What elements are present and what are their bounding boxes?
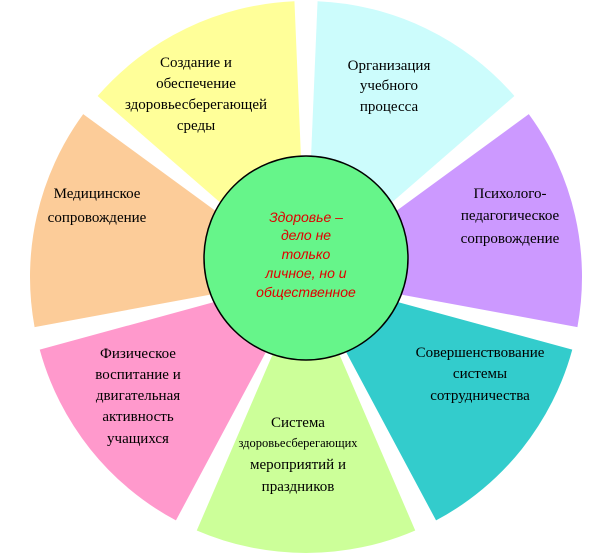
segment-label-events: Система здоровьесберегающих мероприятий …	[238, 415, 358, 495]
svg-text:системы: системы	[453, 366, 507, 382]
svg-text:Психолого-: Психолого-	[473, 186, 546, 202]
svg-text:учащихся: учащихся	[107, 431, 169, 447]
segment-medical	[30, 114, 258, 328]
svg-text:Организация: Организация	[348, 58, 431, 74]
segment-label-physical: Физическое воспитание и двигательная акт…	[95, 346, 180, 447]
segment-cooperation	[334, 292, 573, 521]
segment-physical	[39, 292, 278, 521]
svg-text:педагогическое: педагогическое	[461, 208, 560, 224]
center-label: Здоровье – дело не только личное, но и о…	[256, 209, 356, 300]
svg-text:обеспечение: обеспечение	[156, 76, 236, 92]
svg-text:дело не: дело не	[281, 227, 331, 243]
svg-text:Система: Система	[271, 415, 325, 431]
svg-text:сопровождение: сопровождение	[48, 210, 147, 226]
svg-text:Здоровье –: Здоровье –	[269, 209, 343, 225]
svg-text:здоровьесберегающих: здоровьесберегающих	[238, 436, 358, 450]
svg-text:сопровождение: сопровождение	[461, 231, 560, 247]
svg-text:мероприятий и: мероприятий и	[250, 457, 346, 473]
svg-text:Медицинское: Медицинское	[54, 186, 141, 202]
svg-text:Создание и: Создание и	[160, 55, 232, 71]
svg-text:процесса: процесса	[360, 99, 419, 115]
segment-label-environment: Создание и обеспечение здоровьесберегающ…	[125, 55, 267, 134]
svg-text:учебного: учебного	[360, 78, 418, 94]
center-circle	[203, 155, 409, 361]
segment-label-cooperation: Совершенствование системы сотрудничества	[416, 345, 545, 404]
svg-text:только: только	[282, 246, 331, 262]
svg-text:среды: среды	[177, 118, 215, 134]
svg-text:личное, но и: личное, но и	[264, 265, 346, 281]
svg-text:воспитание и: воспитание и	[95, 367, 180, 383]
segment-label-medical: Медицинское сопровождение	[48, 186, 147, 226]
svg-text:активность: активность	[102, 409, 174, 425]
svg-text:сотрудничества: сотрудничества	[430, 388, 530, 404]
svg-text:праздников: праздников	[262, 479, 335, 495]
svg-text:общественное: общественное	[256, 284, 356, 300]
segment-label-psych-ped: Психолого- педагогическое сопровождение	[461, 186, 560, 247]
svg-text:здоровьесберегающей: здоровьесберегающей	[125, 97, 267, 113]
segment-psych-ped	[354, 114, 582, 328]
svg-text:Физическое: Физическое	[100, 346, 176, 362]
svg-text:двигательная: двигательная	[96, 388, 180, 404]
segment-label-organization: Организация учебного процесса	[348, 58, 431, 115]
svg-text:Совершенствование: Совершенствование	[416, 345, 545, 361]
segment-events	[196, 332, 416, 553]
